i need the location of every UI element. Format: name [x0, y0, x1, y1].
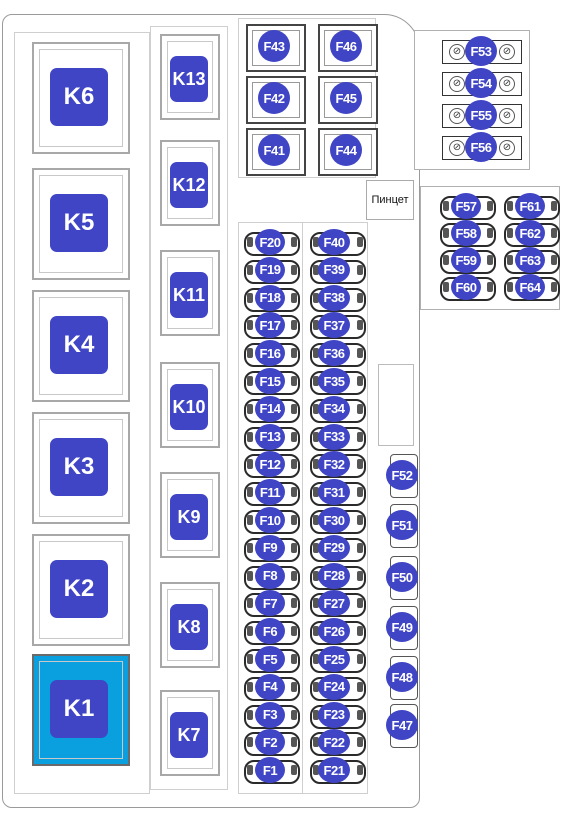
relay-label: K10: [170, 384, 208, 430]
fuse-label: F51: [386, 510, 418, 540]
terminal-screw-icon: ⊘: [449, 140, 465, 156]
fuse-label: F58: [451, 220, 481, 246]
relay-label: K8: [170, 604, 208, 650]
fuse-label: F7: [255, 590, 285, 617]
relay-label: K6: [50, 68, 108, 126]
relay-label: K3: [50, 438, 108, 496]
terminal-screw-icon: ⊘: [449, 108, 465, 124]
terminal-screw-icon: ⊘: [449, 44, 465, 60]
fuse-label: F6: [255, 618, 285, 645]
fuse-label: F23: [318, 701, 350, 728]
empty-slot: [378, 364, 414, 446]
relay-k2: [32, 534, 130, 646]
fuse-label: F62: [515, 220, 545, 246]
fuse-label: F26: [318, 618, 350, 645]
fuse-label: F1: [255, 757, 285, 784]
relay-label: K4: [50, 316, 108, 374]
fuse-label: F64: [515, 274, 545, 300]
fuse-label: F44: [330, 134, 362, 166]
fuse-label: F50: [386, 562, 418, 592]
fuse-label: F5: [255, 646, 285, 672]
relay-label: K2: [50, 560, 108, 618]
fuse-label: F20: [255, 229, 285, 255]
fuse-label: F41: [258, 134, 290, 166]
fuse-label: F10: [255, 507, 285, 533]
fuse-label: F19: [255, 256, 285, 283]
fuse-label: F31: [318, 479, 350, 506]
fuse-label: F24: [318, 673, 350, 700]
fuse-label: F33: [318, 423, 350, 450]
fuse-label: F28: [318, 562, 350, 589]
fuse-label: F52: [386, 460, 418, 490]
blade-fuse-block: [238, 222, 368, 794]
square-fuse-f42: [246, 76, 306, 124]
relay-k1: [32, 654, 130, 766]
small-relay-column: [150, 26, 228, 790]
fuse-label: F17: [255, 312, 285, 339]
fuse-label: F59: [451, 247, 481, 273]
relay-label: K12: [170, 162, 208, 208]
fuse-label: F16: [255, 340, 285, 367]
relay-label: K9: [170, 494, 208, 540]
fuse-label: F12: [255, 451, 285, 478]
tweezer-label: Пинцет: [366, 180, 414, 220]
fuse-label: F49: [386, 612, 418, 642]
fuse-label: F46: [330, 30, 362, 62]
fuse-label: F2: [255, 729, 285, 756]
fuse-label: F32: [318, 451, 350, 478]
relay-label: K1: [50, 680, 108, 738]
terminal-screw-icon: ⊘: [499, 108, 515, 124]
fuse-label: F9: [255, 534, 285, 561]
fuse-label: F25: [318, 646, 350, 672]
fuse-label: F53: [465, 36, 497, 66]
fuse-label: F47: [386, 710, 418, 740]
fuse-label: F39: [318, 256, 350, 283]
fuse-label: F54: [465, 68, 497, 98]
relay-label: K7: [170, 712, 208, 758]
fuse-label: F3: [255, 701, 285, 728]
fuse-label: F15: [255, 368, 285, 394]
fuse-label: F38: [318, 284, 350, 311]
fuse-label: F14: [255, 395, 285, 422]
fuse-label: F4: [255, 673, 285, 700]
relay-label: K13: [170, 56, 208, 102]
large-relay-column: [14, 32, 150, 794]
fuse-label: F29: [318, 534, 350, 561]
terminal-screw-icon: ⊘: [499, 76, 515, 92]
relay-label: K5: [50, 194, 108, 252]
fuse-label: F60: [451, 274, 481, 300]
fuse-label: F63: [515, 247, 545, 273]
fuse-label: F55: [465, 100, 497, 130]
fuse-label: F56: [465, 132, 497, 162]
fuse-label: F34: [318, 395, 350, 422]
blade-fuse-divider: [302, 222, 303, 794]
fuse-label: F30: [318, 507, 350, 533]
fuse-label: F43: [258, 30, 290, 62]
fuse-label: F22: [318, 729, 350, 756]
terminal-screw-icon: ⊘: [449, 76, 465, 92]
fuse-label: F42: [258, 82, 290, 114]
fuse-label: F21: [318, 757, 350, 784]
fuse-label: F57: [451, 193, 481, 219]
fuse-label: F27: [318, 590, 350, 617]
fuse-label: F18: [255, 284, 285, 311]
fuse-label: F36: [318, 340, 350, 367]
fuse-label: F8: [255, 562, 285, 589]
fuse-label: F45: [330, 82, 362, 114]
fuse-label: F11: [255, 479, 285, 506]
fuse-label: F37: [318, 312, 350, 339]
terminal-screw-icon: ⊘: [499, 140, 515, 156]
relay-label: K11: [170, 272, 208, 318]
fuse-label: F61: [515, 193, 545, 219]
fuse-label: F35: [318, 368, 350, 394]
fuse-label: F48: [386, 662, 418, 692]
fuse-label: F40: [318, 229, 350, 255]
fuse-label: F13: [255, 423, 285, 450]
terminal-screw-icon: ⊘: [499, 44, 515, 60]
